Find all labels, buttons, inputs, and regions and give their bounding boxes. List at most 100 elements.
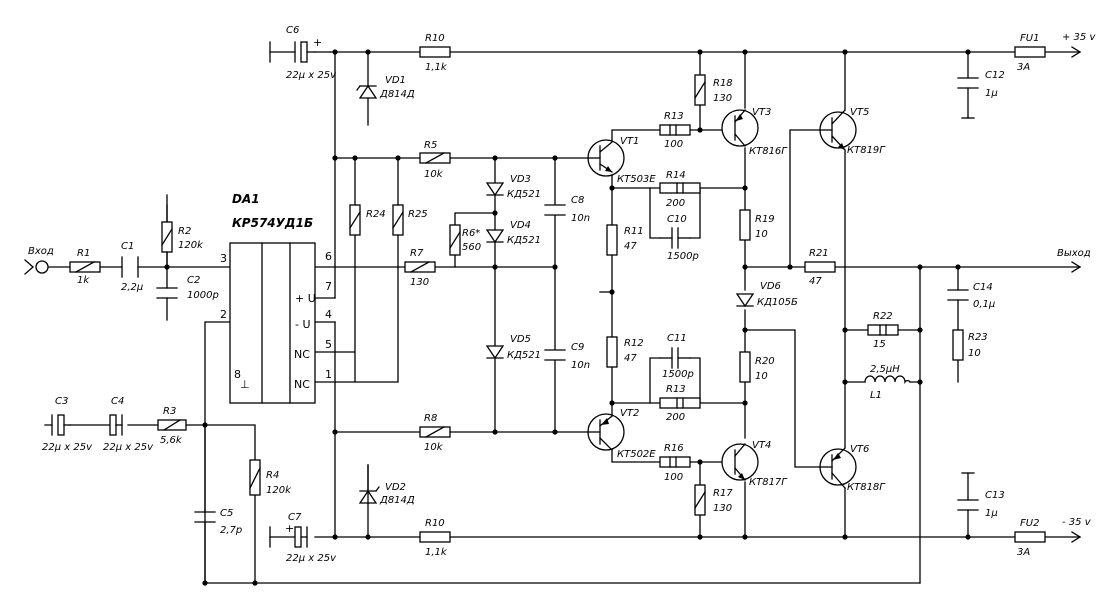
svg-text:R1: R1 xyxy=(77,248,90,259)
pin-label-nc2: NC xyxy=(294,378,310,391)
svg-text:C9: C9 xyxy=(571,342,584,353)
resistor-r23: R23 10 xyxy=(952,329,988,361)
svg-text:2,5μH: 2,5μH xyxy=(870,364,900,375)
svg-text:КТ502Е: КТ502Е xyxy=(617,449,656,460)
svg-text:C3: C3 xyxy=(55,396,68,407)
svg-text:КД105Б: КД105Б xyxy=(757,297,798,308)
svg-text:КТ817Г: КТ817Г xyxy=(749,477,788,488)
svg-text:R4: R4 xyxy=(266,470,279,481)
svg-text:+: + xyxy=(285,522,294,535)
svg-text:R11: R11 xyxy=(624,226,644,237)
svg-text:R22: R22 xyxy=(873,311,893,322)
resistor-r13-top: R13 100 xyxy=(659,111,691,150)
pin-8: 8 xyxy=(234,368,241,381)
pin-7: 7 xyxy=(325,280,332,293)
capacitor-c10: C10 1500p xyxy=(659,214,699,262)
capacitor-c1: C1 2,2μ xyxy=(121,241,143,293)
capacitor-c8: C8 10n xyxy=(544,195,590,224)
capacitor-c9: C9 10n xyxy=(544,342,590,371)
svg-text:10n: 10n xyxy=(571,213,590,224)
svg-text:C6: C6 xyxy=(286,25,299,36)
svg-text:1k: 1k xyxy=(77,275,90,286)
svg-text:R21: R21 xyxy=(809,248,829,259)
svg-text:2,2μ: 2,2μ xyxy=(121,282,143,293)
svg-text:Д814Д: Д814Д xyxy=(379,89,415,100)
svg-text:R8: R8 xyxy=(424,413,437,424)
vpos-label: + 35 v xyxy=(1062,32,1096,43)
transistor-vt4: VT4 КТ817Г xyxy=(721,440,788,488)
svg-text:R13: R13 xyxy=(666,384,686,395)
svg-text:КД521: КД521 xyxy=(507,235,541,246)
transistor-vt6: VT6 КТ818Г xyxy=(819,444,886,493)
transistor-vt1: VT1 КТ503Е xyxy=(587,136,656,185)
chip-ref: DA1 xyxy=(232,192,260,206)
resistor-r19: R19 10 xyxy=(739,209,775,241)
wires xyxy=(44,51,1081,584)
svg-text:C14: C14 xyxy=(973,282,993,293)
svg-text:VD4: VD4 xyxy=(510,220,531,231)
pin-4: 4 xyxy=(325,308,332,321)
svg-text:VD2: VD2 xyxy=(385,482,406,493)
svg-text:R23: R23 xyxy=(968,332,988,343)
resistor-r16: R16 100 xyxy=(659,443,691,483)
svg-text:130: 130 xyxy=(410,277,429,288)
pin-1: 1 xyxy=(325,368,332,381)
resistor-r5: R5 10k xyxy=(419,140,451,180)
resistor-r18: R18 130 xyxy=(694,74,733,106)
svg-text:2,7p: 2,7p xyxy=(220,525,242,536)
svg-text:C5: C5 xyxy=(220,508,233,519)
svg-text:R20: R20 xyxy=(755,356,775,367)
transistor-vt3: VT3 КТ816Г xyxy=(721,107,788,157)
svg-text:1μ: 1μ xyxy=(985,508,998,519)
svg-text:22μ x 25v: 22μ x 25v xyxy=(103,442,154,453)
svg-text:R18: R18 xyxy=(713,78,733,89)
zener-vd1: VD1 Д814Д xyxy=(356,75,415,100)
resistor-r10-top: R10 1,1k xyxy=(419,33,451,73)
resistor-r3: R3 5,6k xyxy=(157,406,187,446)
svg-text:КД521: КД521 xyxy=(507,350,541,361)
svg-text:200: 200 xyxy=(666,412,685,423)
svg-text:1,1k: 1,1k xyxy=(425,62,448,73)
resistor-r17: R17 130 xyxy=(694,484,733,516)
svg-text:10k: 10k xyxy=(424,169,444,180)
svg-text:C13: C13 xyxy=(985,490,1005,501)
pin-5: 5 xyxy=(325,338,332,351)
svg-text:R2: R2 xyxy=(178,226,191,237)
svg-text:КД521: КД521 xyxy=(507,189,541,200)
svg-text:VD6: VD6 xyxy=(760,281,781,292)
svg-text:10: 10 xyxy=(755,371,768,382)
fuse-fu1: FU1 3A xyxy=(1014,33,1046,73)
svg-text:R14: R14 xyxy=(666,170,686,181)
svg-text:R25: R25 xyxy=(408,209,428,220)
svg-text:10: 10 xyxy=(968,348,981,359)
svg-text:R7: R7 xyxy=(410,248,424,259)
svg-text:3A: 3A xyxy=(1017,547,1030,558)
svg-text:560: 560 xyxy=(462,242,481,253)
svg-text:47: 47 xyxy=(809,276,822,287)
fuse-fu2: FU2 3A xyxy=(1014,518,1046,558)
svg-text:C2: C2 xyxy=(187,275,200,286)
svg-text:1000p: 1000p xyxy=(187,290,219,301)
pin-6: 6 xyxy=(325,250,332,263)
svg-text:C11: C11 xyxy=(667,333,687,344)
svg-text:R10: R10 xyxy=(425,33,445,44)
svg-text:C10: C10 xyxy=(667,214,687,225)
svg-text:VT6: VT6 xyxy=(850,444,869,455)
svg-text:VD3: VD3 xyxy=(510,174,531,185)
capacitor-c2: C2 1000p xyxy=(156,275,219,301)
pin-3: 3 xyxy=(220,252,227,265)
capacitor-c6: C6 22μ x 25v + xyxy=(269,25,337,81)
svg-text:C12: C12 xyxy=(985,70,1005,81)
svg-text:130: 130 xyxy=(713,503,732,514)
resistor-r24: R24 xyxy=(349,204,386,236)
svg-text:+: + xyxy=(313,36,322,49)
input-label: Вход xyxy=(28,246,54,257)
zener-vd2: VD2 Д814Д xyxy=(358,464,415,506)
svg-text:VT1: VT1 xyxy=(620,136,639,147)
svg-text:R12: R12 xyxy=(624,338,644,349)
junctions xyxy=(164,49,971,586)
capacitor-c13: C13 1μ xyxy=(957,472,1005,519)
capacitor-c7: + C7 22μ x 25v xyxy=(269,512,337,564)
svg-text:47: 47 xyxy=(624,241,637,252)
